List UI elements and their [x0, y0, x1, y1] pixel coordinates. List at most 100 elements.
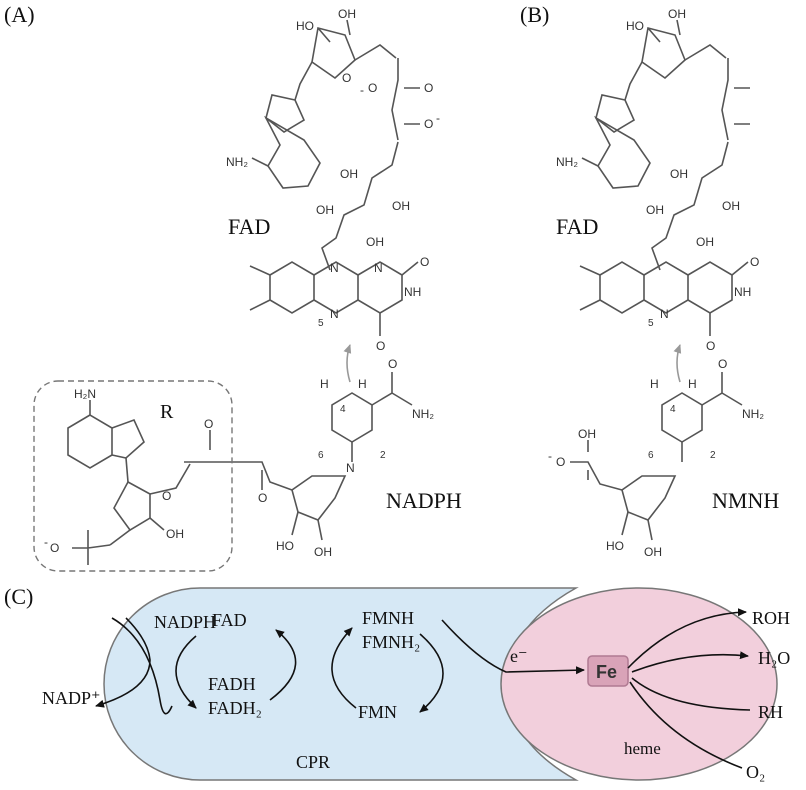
a-r-phos-o: O: [50, 541, 59, 555]
c-electron-transfer-arrow: [441, 619, 585, 675]
a-oh-a: OH: [340, 167, 358, 181]
a-nadph-label: NADPH: [386, 488, 462, 513]
a-fad-label: FAD: [228, 214, 270, 239]
a-c2: 2: [380, 450, 386, 461]
c-nadp-label: NADP⁺: [42, 688, 101, 708]
a-pb-o: O: [424, 117, 433, 131]
panel-a-nicotinamide: H H 4 6 2 O NH₂ N: [318, 357, 434, 475]
a-flavin-nh: NH: [404, 285, 421, 299]
c-fmn-label: FMN: [358, 702, 397, 722]
c-fmnh-to-fmn-arrow: [419, 633, 444, 713]
c-rh-line: [631, 677, 751, 711]
panel-a-label: (A): [4, 2, 35, 27]
a-n5: N: [330, 307, 339, 321]
c-fadh2-label: FADH₂: [208, 698, 262, 718]
fe-center: [587, 655, 629, 687]
a-oh-b: OH: [392, 199, 410, 213]
panel-a-r-adenosine: H₂N O OH O -: [44, 387, 191, 565]
a-n1: N: [374, 261, 383, 275]
a-amide-nh2: NH₂: [412, 407, 434, 421]
a-rib-ho: HO: [276, 539, 294, 553]
c-substrate-o2: O₂: [746, 762, 765, 782]
a-ho1-atom: HO: [296, 19, 314, 33]
a-r-group-label: R: [160, 401, 174, 423]
panel-b-diphosphate: [721, 58, 750, 141]
b-ho1-atom: HO: [626, 19, 644, 33]
panel-b-nicotinamide: H H 4 6 2 O NH₂: [648, 357, 764, 462]
b-oh-c: OH: [646, 203, 664, 217]
a-rib-oh: OH: [314, 545, 332, 559]
b-n5: N: [660, 307, 669, 321]
a-nic-h: H: [320, 377, 329, 391]
b-nic-h2: H: [688, 377, 697, 391]
c-cpr-label: CPR: [296, 752, 330, 772]
a-r-rib-o: O: [162, 489, 171, 503]
panel-b-ribose-phosphate: OH HO OH O -: [548, 427, 677, 559]
c-fmnh2-label: FMNH₂: [362, 632, 420, 652]
a-r-nh2: H₂N: [74, 387, 96, 401]
b-hydride-arrow: [673, 344, 682, 383]
panel-c: (C) Fe NADPH NADP⁺ FAD FADH FADH₂ FMNH F…: [4, 584, 790, 782]
b-amide-o: O: [718, 357, 727, 371]
a-c4: 4: [340, 404, 346, 415]
a-oh-c: OH: [316, 203, 334, 217]
a-r-rib-oh: OH: [166, 527, 184, 541]
b-rib-ho: HO: [606, 539, 624, 553]
panel-a-ribityl: OH OH OH OH: [316, 141, 410, 271]
c-fad-to-fadh2-arrow: [175, 635, 197, 709]
a-oh1-atom: OH: [338, 7, 356, 21]
a-pa-o2: O: [424, 81, 433, 95]
c-substrate-rh: RH: [758, 702, 783, 722]
b-p-minus: -: [548, 449, 552, 463]
a-pa-minus: -: [360, 83, 364, 97]
panel-b-adenosine: HO OH NH₂: [556, 7, 727, 189]
c-nadph-in-curve: [111, 617, 173, 715]
b-oh-a: OH: [670, 167, 688, 181]
b-amide-nh2: NH₂: [742, 407, 764, 421]
a-oh-d: OH: [366, 235, 384, 249]
a-pb-minus: -: [436, 111, 440, 125]
b-fad-label: FAD: [556, 214, 598, 239]
c-heme-label: heme: [624, 739, 661, 758]
a-nic-h2: H: [358, 377, 367, 391]
panel-a-nadph-backbone: OH HO O O: [184, 417, 347, 559]
c-roh-arrow: [627, 608, 747, 669]
b-c2: 2: [710, 450, 716, 461]
a-r-phos-minus: -: [44, 535, 48, 549]
a-oring-atom: O: [342, 71, 351, 85]
b-nh2-atom: NH₂: [556, 155, 578, 169]
b-n5-number: 5: [648, 318, 654, 329]
c-h2o-arrow: [631, 651, 749, 673]
a-n5-number: 5: [318, 318, 324, 329]
b-p-o: O: [556, 455, 565, 469]
panel-b-label: (B): [520, 2, 549, 27]
c-fad-label: FAD: [212, 610, 247, 630]
c-electron-label: e⁻: [510, 646, 528, 666]
a-bp-o2: O: [204, 417, 213, 431]
b-flavin-nh: NH: [734, 285, 751, 299]
c-fadh2-to-fad-arrow: [269, 629, 297, 701]
a-amide-o: O: [388, 357, 397, 371]
b-flavin-o2: O: [706, 339, 715, 353]
panel-b-ribityl: OH OH OH OH: [646, 141, 740, 271]
a-flavin-o1: O: [420, 255, 429, 269]
b-nic-h: H: [650, 377, 659, 391]
panel-c-label: (C): [4, 584, 33, 609]
a-n10: N: [330, 261, 339, 275]
a-nic-n: N: [346, 461, 355, 475]
b-oh1-atom: OH: [668, 7, 686, 21]
c-product-h2o: H₂O: [758, 648, 790, 668]
fe-label: Fe: [596, 662, 617, 682]
panel-a-adenosine: HO OH O NH₂: [226, 7, 397, 189]
b-flavin-o1: O: [750, 255, 759, 269]
c-nadph-label: NADPH: [154, 612, 216, 632]
b-nmnh-label: NMNH: [712, 488, 779, 513]
c-fadh-label: FADH: [208, 674, 256, 694]
b-rib-oh: OH: [644, 545, 662, 559]
a-c6: 6: [318, 450, 324, 461]
c-fmn-to-fmnh-arrow: [331, 627, 357, 709]
c-o2-line: [629, 681, 743, 769]
b-c6: 6: [648, 450, 654, 461]
panel-b-flavin: N 5 O NH O: [579, 255, 759, 353]
